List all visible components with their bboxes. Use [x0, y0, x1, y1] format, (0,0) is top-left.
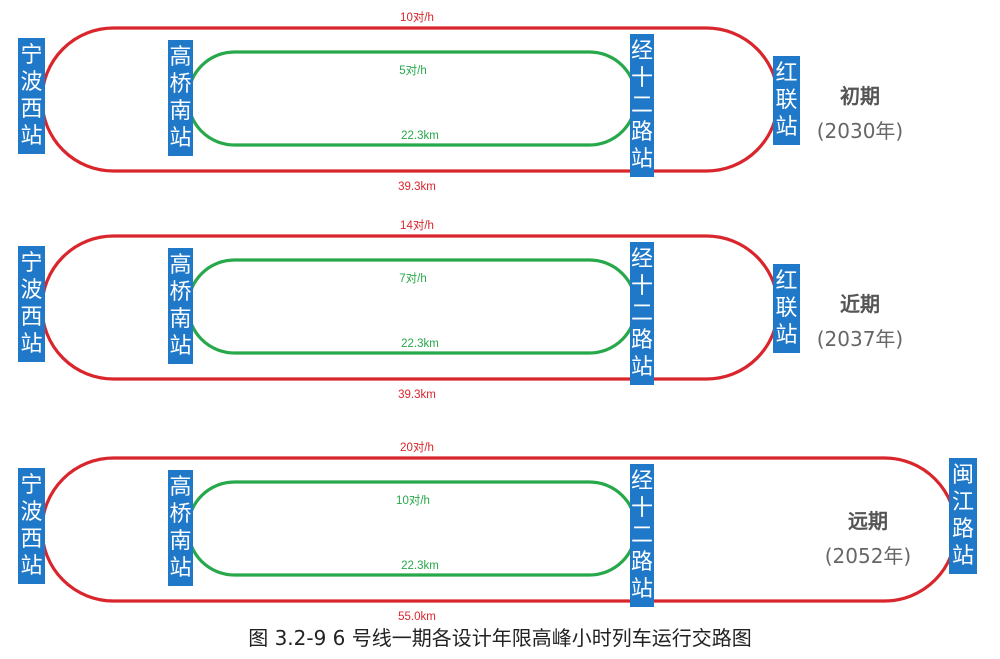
station-long-to: 闽江路站: [949, 458, 977, 574]
station-long-to-label: 红联站: [775, 269, 797, 348]
station-long-from: 宁波西站: [18, 246, 45, 362]
phase-title: 初期: [840, 84, 880, 108]
station-short-from-label: 高桥南站: [169, 475, 191, 581]
station-short-from: 高桥南站: [168, 470, 193, 586]
short-route-loop: [186, 258, 638, 355]
station-long-to-label: 闽江路站: [952, 463, 974, 569]
station-long-from: 宁波西站: [18, 38, 45, 154]
phase-year: (2052年): [825, 544, 912, 568]
station-short-from-box: [168, 40, 193, 156]
station-short-from-box: [168, 248, 193, 364]
long-route-loop: [40, 456, 958, 603]
phase-title: 远期: [848, 509, 888, 533]
short-route-distance: 22.3km: [401, 130, 439, 142]
station-short-to-label: 经十二路站: [631, 39, 653, 172]
station-short-from-label: 高桥南站: [169, 253, 191, 359]
long-route-loop: [40, 234, 780, 381]
station-long-from-label: 宁波西站: [20, 251, 42, 357]
route-diagram: 10对/h39.3km5对/h22.3km宁波西站高桥南站经十二路站红联站初期(…: [18, 10, 977, 620]
phase-year: (2037年): [817, 327, 904, 351]
station-short-to-box: [630, 242, 654, 385]
short-route-frequency: 10对/h: [396, 493, 430, 507]
phase-title: 近期: [840, 292, 880, 316]
station-long-from-label: 宁波西站: [20, 43, 42, 149]
station-long-to-label: 红联站: [775, 61, 797, 140]
station-long-from: 宁波西站: [18, 468, 45, 584]
station-long-from-box: [18, 468, 45, 584]
long-route-distance: 55.0km: [398, 611, 436, 620]
station-long-to-box: [773, 56, 800, 145]
short-route-loop: [186, 50, 638, 147]
station-short-from-box: [168, 470, 193, 586]
short-route-frequency: 7对/h: [399, 271, 427, 285]
station-long-to: 红联站: [773, 264, 800, 353]
phase-year: (2030年): [817, 119, 904, 143]
station-long-from-box: [18, 246, 45, 362]
short-route-distance: 22.3km: [401, 560, 439, 572]
long-route-distance: 39.3km: [398, 181, 436, 193]
long-route-frequency: 10对/h: [400, 10, 434, 24]
station-long-to: 红联站: [773, 56, 800, 145]
station-short-from-label: 高桥南站: [169, 45, 191, 151]
station-long-from-label: 宁波西站: [20, 473, 42, 579]
long-route-distance: 39.3km: [398, 389, 436, 401]
station-short-from: 高桥南站: [168, 40, 193, 156]
station-short-to-label: 经十二路站: [631, 247, 653, 380]
station-short-to-box: [630, 34, 654, 177]
station-short-to: 经十二路站: [630, 464, 654, 607]
long-route-frequency: 14对/h: [400, 218, 434, 232]
long-route-frequency: 20对/h: [400, 440, 434, 454]
station-short-from: 高桥南站: [168, 248, 193, 364]
station-short-to: 经十二路站: [630, 34, 654, 177]
station-long-to-box: [773, 264, 800, 353]
station-short-to-box: [630, 464, 654, 607]
figure-caption: 图 3.2-9 6 号线一期各设计年限高峰小时列车运行交路图: [248, 626, 752, 650]
short-route-distance: 22.3km: [401, 338, 439, 350]
long-route-loop: [40, 26, 780, 173]
station-short-to-label: 经十二路站: [631, 469, 653, 602]
short-route-frequency: 5对/h: [399, 63, 427, 77]
station-long-to-box: [949, 458, 977, 574]
short-route-loop: [186, 480, 638, 577]
station-short-to: 经十二路站: [630, 242, 654, 385]
station-long-from-box: [18, 38, 45, 154]
